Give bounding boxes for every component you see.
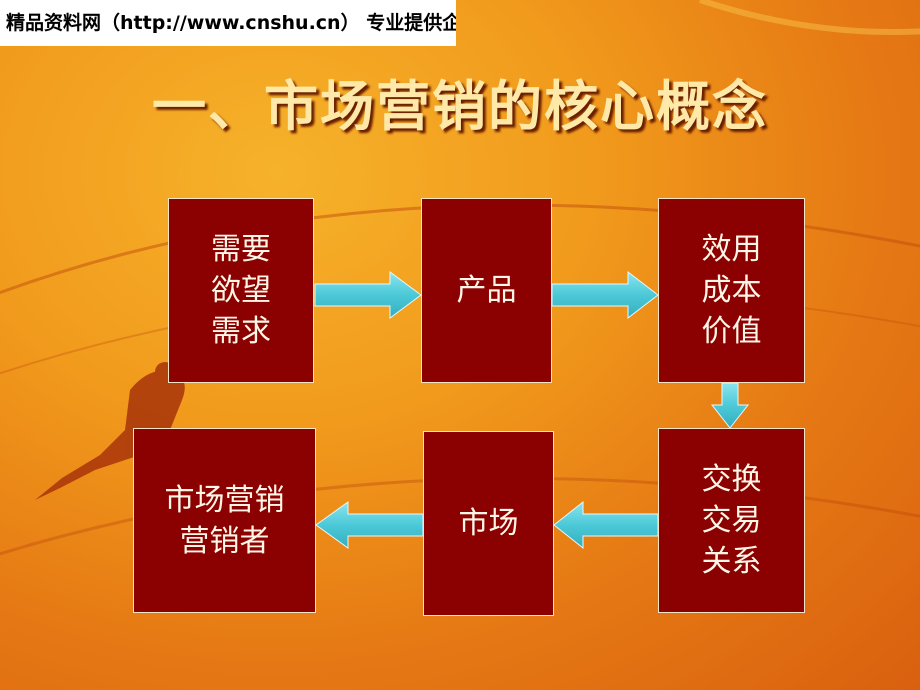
box-value-line: 效用 [701, 232, 762, 267]
arrow-left-2 [315, 501, 424, 549]
box-exchange-line: 交易 [701, 503, 762, 538]
page-title: 一、市场营销的核心概念 [152, 75, 768, 138]
site-banner: 精品资料网（http://www.cnshu.cn） 专业提供企管培训资料 [0, 0, 456, 46]
box-needs: 需要 欲望 需求 [168, 198, 314, 383]
box-exchange: 交换 交易 关系 [658, 428, 805, 613]
arrow-left-1 [553, 500, 659, 550]
box-exchange-line: 关系 [701, 544, 762, 579]
box-marketing-line: 营销者 [179, 523, 270, 559]
arrow-right-1 [314, 271, 422, 319]
box-market: 市场 [423, 431, 554, 616]
box-needs-line: 需求 [211, 314, 271, 349]
arrow-down [710, 382, 750, 429]
box-value-line: 成本 [701, 273, 762, 308]
box-product-line: 产品 [456, 273, 517, 308]
box-product: 产品 [421, 198, 552, 383]
box-value-line: 价值 [701, 314, 762, 349]
arrow-right-2 [551, 270, 659, 320]
box-needs-line: 欲望 [211, 273, 271, 308]
box-marketing: 市场营销 营销者 [133, 428, 316, 613]
box-exchange-line: 交换 [701, 462, 762, 497]
box-needs-line: 需要 [211, 232, 271, 267]
box-marketing-line: 市场营销 [164, 482, 285, 518]
box-market-line: 市场 [458, 506, 519, 541]
box-value: 效用 成本 价值 [658, 198, 805, 383]
